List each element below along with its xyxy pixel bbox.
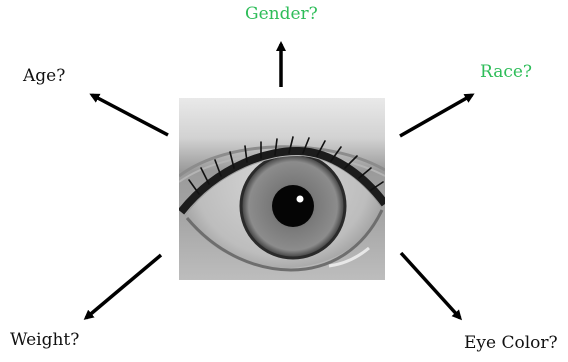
arrow-to-weight [86, 255, 161, 318]
eye-photo-icon [179, 98, 385, 280]
gender-label: Gender? [245, 4, 318, 24]
arrow-to-race [400, 95, 472, 136]
eye-color-label: Eye Color? [464, 333, 558, 353]
race-label: Race? [480, 62, 532, 82]
age-label: Age? [23, 66, 65, 86]
arrow-to-eye-color [401, 253, 460, 318]
arrow-to-age [92, 95, 168, 135]
weight-label: Weight? [10, 330, 79, 350]
